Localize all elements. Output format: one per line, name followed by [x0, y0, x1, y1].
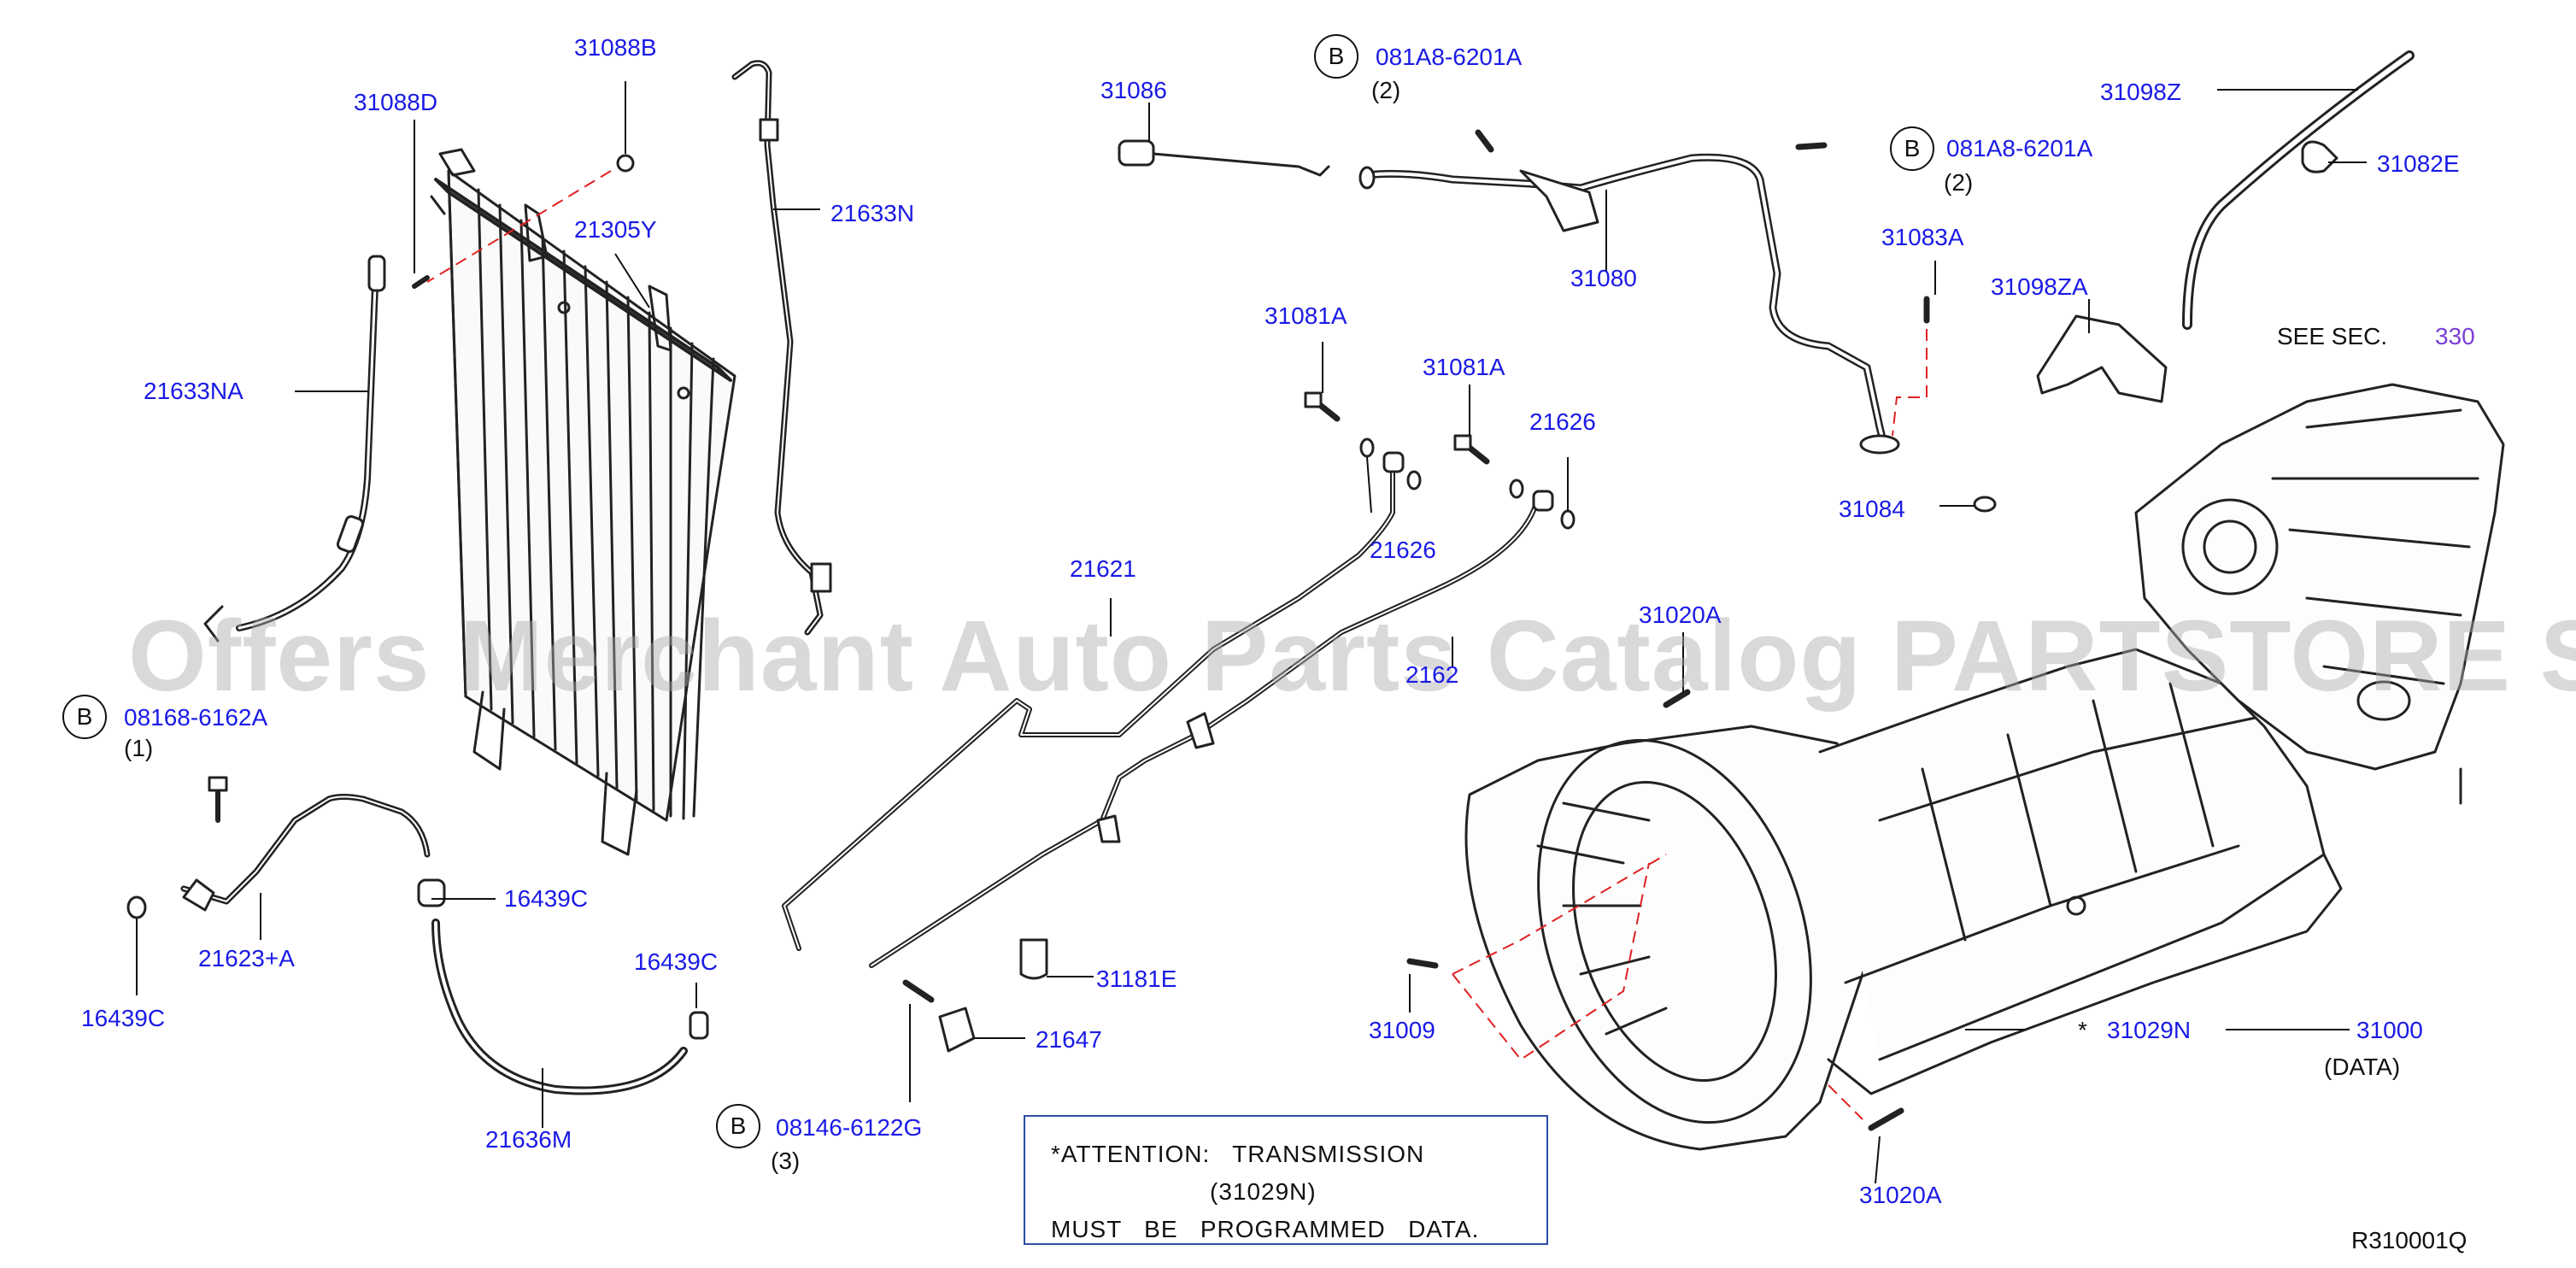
label-31009[interactable]: 31009 — [1369, 1017, 1435, 1043]
transmission-drawing — [1464, 383, 2505, 1151]
bolt-31009-drawing — [1406, 958, 1439, 969]
label-31082E[interactable]: 31082E — [2377, 150, 2460, 177]
hose-31098Z-drawing — [2182, 50, 2415, 330]
label-31098Z[interactable]: 31098Z — [2100, 79, 2181, 105]
bolt-08146-drawing — [902, 979, 935, 1003]
label-16439C-right[interactable]: 16439C — [634, 948, 719, 975]
label-21623A[interactable]: 21623+A — [198, 945, 295, 972]
bolt-081A8-right-drawing — [1795, 142, 1828, 150]
label-31000-data: (DATA) — [2324, 1054, 2401, 1080]
label-31029N[interactable]: 31029N — [2107, 1017, 2192, 1043]
label-31088B[interactable]: 31088B — [574, 34, 657, 61]
nut-31088B-drawing — [616, 154, 635, 173]
qty-081A8-6201A-right: (2) — [1944, 169, 1974, 196]
label-31020A-upper[interactable]: 31020A — [1639, 602, 1722, 628]
label-31083A[interactable]: 31083A — [1881, 224, 1964, 250]
clamp-31082E-drawing — [2301, 140, 2338, 173]
label-081A8-6201A-right[interactable]: 081A8-6201A — [1946, 135, 2093, 161]
attention-line-3: MUST BE PROGRAMMED DATA. — [1051, 1216, 1480, 1242]
sensor-31086-drawing — [1118, 139, 1330, 177]
label-081A8-6201A-top[interactable]: 081A8-6201A — [1376, 44, 1523, 70]
clip-31181E-drawing — [1019, 938, 1048, 980]
qty-08146-6122G: (3) — [771, 1148, 801, 1174]
attention-star: * — [2078, 1017, 2087, 1043]
bolts-31081A-drawing — [1304, 391, 1576, 530]
label-21626-left[interactable]: 21626 — [1370, 537, 1436, 563]
label-21305Y[interactable]: 21305Y — [574, 216, 657, 243]
bolt-08168-drawing — [208, 776, 228, 823]
see-section-prefix: SEE SEC. — [2277, 323, 2388, 349]
label-31000[interactable]: 31000 — [2356, 1017, 2423, 1043]
label-21636M[interactable]: 21636M — [485, 1126, 572, 1153]
bolt-31020A-lower-drawing — [1868, 1107, 1904, 1131]
label-21626-right[interactable]: 21626 — [1529, 408, 1596, 435]
label-31098ZA[interactable]: 31098ZA — [1991, 273, 2088, 300]
label-08146-6122G[interactable]: 08146-6122G — [776, 1114, 923, 1141]
clamp-16439C-drawing — [126, 895, 147, 919]
label-31181E[interactable]: 31181E — [1096, 966, 1177, 992]
bracket-21647-drawing — [938, 1007, 976, 1053]
qty-08168-6162A: (1) — [124, 735, 154, 761]
pipe-21623A-drawing — [180, 794, 431, 912]
leader-lines — [136, 81, 2367, 1184]
oil-cooler-drawing — [430, 148, 736, 856]
label-16439C-left[interactable]: 16439C — [81, 1005, 166, 1031]
label-21633NA[interactable]: 21633NA — [144, 378, 244, 404]
label-31020A-lower[interactable]: 31020A — [1859, 1182, 1942, 1208]
pipe-31080-drawing — [1358, 153, 1900, 455]
label-31088D[interactable]: 31088D — [354, 89, 438, 115]
label-08168-6162A[interactable]: 08168-6162A — [124, 704, 268, 731]
watermark: Offers Merchant Auto Parts Catalog PARTS… — [128, 600, 2576, 713]
bolt-31020A-upper-drawing — [1663, 689, 1691, 708]
label-31084[interactable]: 31084 — [1839, 496, 1905, 522]
bracket-31098ZA-drawing — [2036, 314, 2168, 403]
diagram-code: R310001Q — [2351, 1227, 2467, 1253]
label-16439C-mid[interactable]: 16439C — [504, 885, 589, 912]
see-section-link[interactable]: 330 — [2435, 323, 2475, 349]
pipe-21633N-drawing — [731, 60, 832, 636]
attention-line-2: (31029N) — [1210, 1178, 1317, 1205]
circle-b-081A8-right: B — [1890, 126, 1934, 171]
cooler-pipes-drawing — [782, 451, 1554, 968]
attention-box: *ATTENTION: TRANSMISSION (31029N) MUST B… — [1024, 1115, 1548, 1245]
label-31081A-right[interactable]: 31081A — [1423, 354, 1505, 380]
label-21621[interactable]: 21621 — [1070, 555, 1136, 582]
label-31081A-left[interactable]: 31081A — [1265, 302, 1347, 329]
circle-b-08168: B — [62, 695, 107, 739]
bolt-081A8-top-drawing — [1475, 129, 1494, 153]
label-31080[interactable]: 31080 — [1570, 265, 1637, 291]
qty-081A8-6201A-top: (2) — [1371, 77, 1401, 103]
label-31086[interactable]: 31086 — [1100, 77, 1167, 103]
alignment-lines — [426, 170, 1928, 1120]
label-21633N[interactable]: 21633N — [830, 200, 915, 226]
attention-line-1: *ATTENTION: TRANSMISSION — [1051, 1141, 1425, 1167]
washer-31084-drawing — [1973, 496, 1997, 513]
label-2162-partial[interactable]: 2162 — [1405, 661, 1459, 688]
label-21647[interactable]: 21647 — [1036, 1026, 1102, 1053]
circle-b-08146: B — [716, 1104, 760, 1148]
circle-b-081A8-top: B — [1314, 34, 1358, 79]
hose-21633NA-drawing — [203, 255, 386, 643]
bolt-31088D-drawing — [412, 275, 430, 289]
